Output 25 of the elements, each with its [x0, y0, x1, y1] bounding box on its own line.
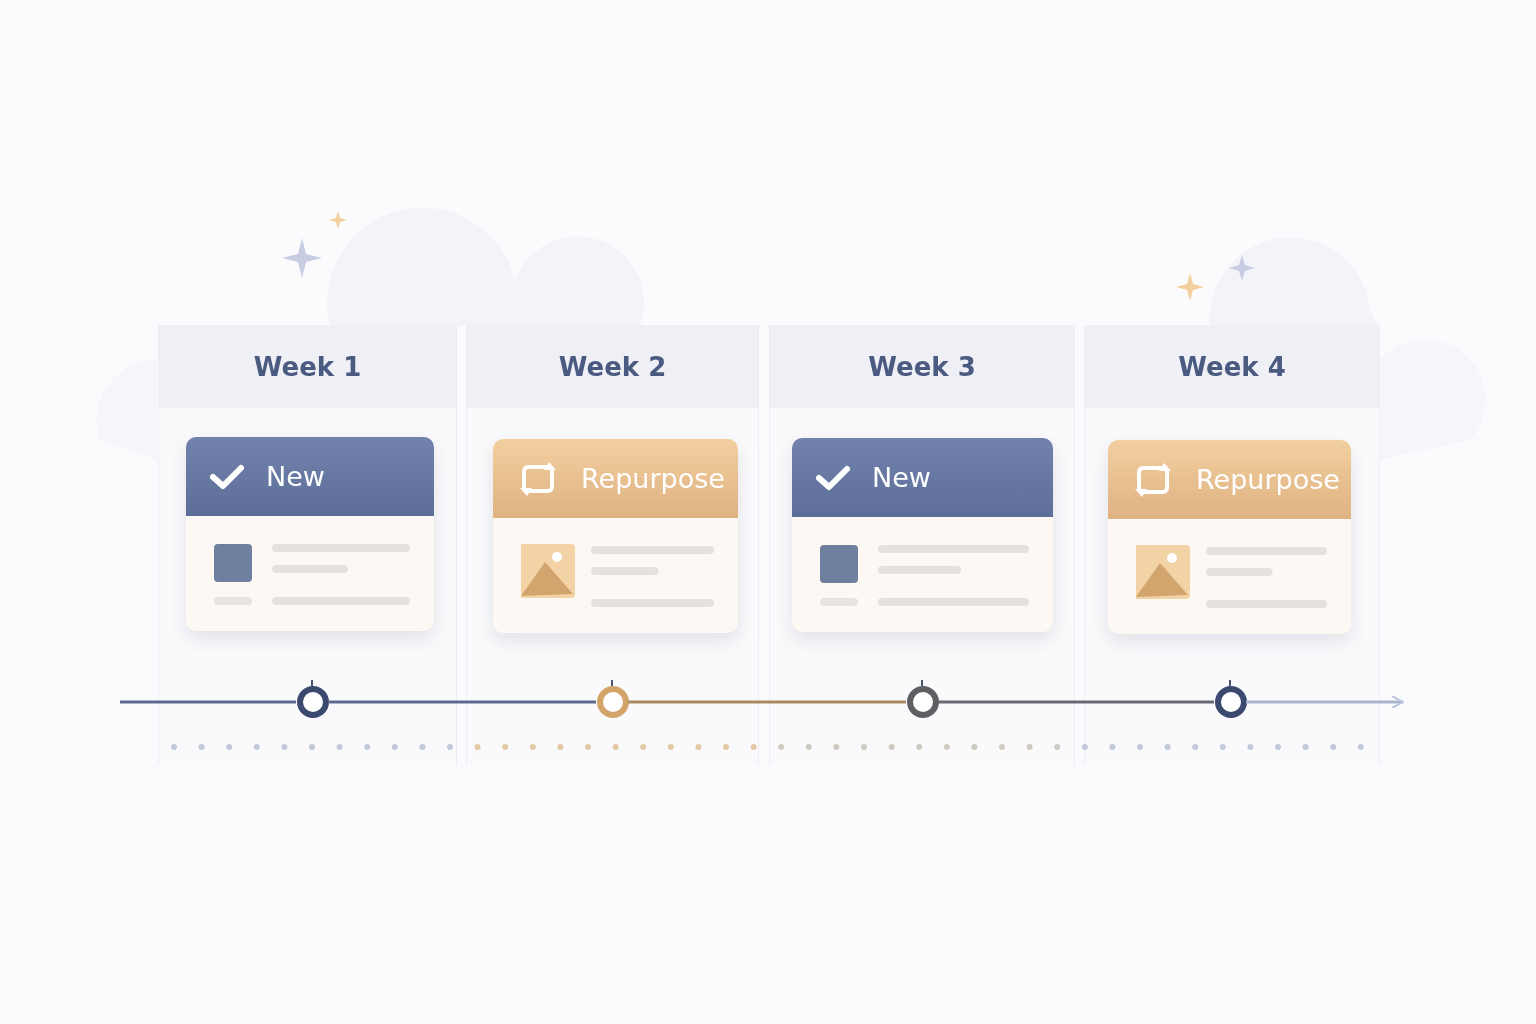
timeline-segment	[1246, 695, 1404, 709]
card-title: Repurpose	[1196, 464, 1340, 495]
week-label: Week 1	[253, 351, 362, 382]
timeline-marker	[597, 686, 629, 718]
timeline-segment	[328, 700, 596, 704]
card-title: New	[266, 461, 325, 492]
timeline-marker	[1215, 686, 1247, 718]
content-card	[186, 437, 434, 631]
card-title: Repurpose	[581, 463, 725, 494]
week-column	[466, 325, 759, 765]
timeline-segment	[938, 700, 1214, 704]
week-label: Week 4	[1178, 351, 1286, 382]
week-label: Week 3	[868, 351, 976, 382]
timeline-marker	[907, 686, 939, 718]
timeline-marker	[297, 686, 329, 718]
timeline-segment	[628, 700, 906, 704]
week-column	[769, 325, 1075, 765]
timeline-segment	[120, 700, 296, 704]
content-card	[493, 439, 738, 633]
content-card	[792, 438, 1053, 632]
week-column	[158, 325, 457, 765]
card-title: New	[872, 462, 931, 493]
week-label: Week 2	[558, 351, 667, 382]
week-column	[1084, 325, 1380, 765]
content-card	[1108, 440, 1351, 634]
